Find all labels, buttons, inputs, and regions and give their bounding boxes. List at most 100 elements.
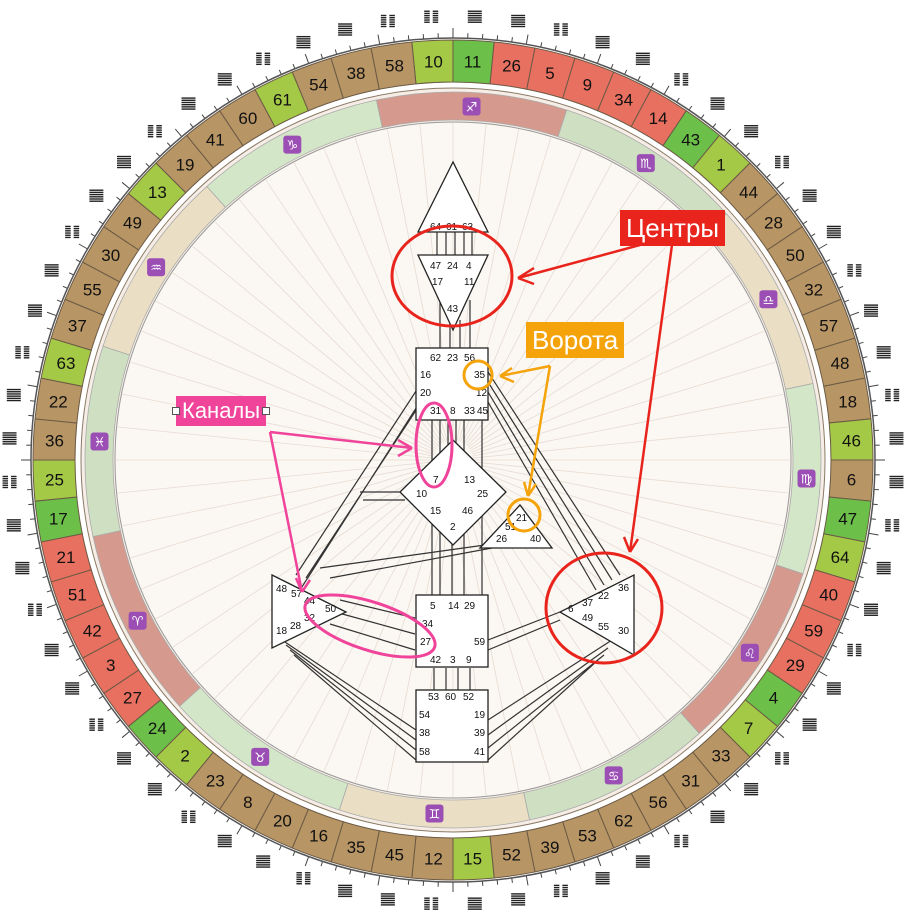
degree-tick xyxy=(849,603,860,609)
degree-tick xyxy=(189,123,194,128)
hexagram-icon xyxy=(876,346,891,359)
degree-tick xyxy=(393,877,395,883)
g-center[interactable] xyxy=(399,439,507,546)
degree-tick xyxy=(98,695,104,700)
degree-tick xyxy=(745,763,750,768)
hexagram-icon xyxy=(380,14,395,28)
arrow-gates-35 xyxy=(499,364,551,378)
gate-ring-segment[interactable] xyxy=(370,41,417,90)
callout-channels-text: Каналы xyxy=(182,398,261,423)
degree-tick xyxy=(775,730,785,739)
hexagram-icon xyxy=(885,388,900,402)
hexagram-icon xyxy=(217,73,232,86)
gate-label: 5 xyxy=(430,601,436,612)
hexagram-icon xyxy=(65,682,80,695)
degree-tick xyxy=(75,259,81,263)
gate-label: 57 xyxy=(291,589,303,600)
degree-tick xyxy=(838,631,844,635)
gate-ring-number: 24 xyxy=(148,719,167,738)
hexagram-icon xyxy=(217,834,232,848)
gate-label: 18 xyxy=(276,626,288,637)
spleen-center[interactable] xyxy=(271,573,348,650)
degree-tick xyxy=(107,208,112,213)
gate-label: 62 xyxy=(430,353,442,364)
degree-tick xyxy=(334,865,338,871)
degree-tick xyxy=(832,272,838,276)
gate-ring-number: 47 xyxy=(838,510,857,529)
gate-ring-number: 59 xyxy=(804,622,823,641)
degree-tick xyxy=(46,589,52,593)
degree-tick xyxy=(844,617,850,621)
hexagram-icon xyxy=(256,855,271,868)
gate-ring-number: 57 xyxy=(819,317,838,336)
head-center[interactable] xyxy=(416,160,490,233)
background-ray xyxy=(214,221,440,447)
gate-label: 53 xyxy=(428,692,440,703)
gate-ring-number: 28 xyxy=(764,213,783,232)
background-ray xyxy=(117,461,434,494)
gate-ring-number: 11 xyxy=(464,52,482,71)
gate-ring-number: 1 xyxy=(716,155,725,174)
gate-ring-number: 20 xyxy=(273,812,292,831)
degree-tick xyxy=(511,877,513,883)
gate-ring-number: 27 xyxy=(123,689,142,708)
zodiac-icon xyxy=(636,154,655,173)
gate-label: 4 xyxy=(466,261,472,272)
degree-tick xyxy=(596,53,602,64)
gate-ring-number: 14 xyxy=(649,109,668,128)
hexagram-icon xyxy=(511,893,526,906)
degree-tick xyxy=(377,34,381,45)
degree-tick xyxy=(38,561,44,564)
channels-highlight-50-27 xyxy=(303,593,437,659)
hexagram-icon xyxy=(15,346,30,359)
gate-ring-number: 18 xyxy=(838,392,857,411)
gate-ring-number: 48 xyxy=(831,354,850,373)
callout-gates: Ворота xyxy=(526,322,625,358)
background-ray xyxy=(130,361,434,455)
centers xyxy=(271,160,635,763)
gate-label: 11 xyxy=(464,277,475,288)
degree-tick xyxy=(213,105,218,111)
degree-tick xyxy=(794,208,799,213)
degree-tick xyxy=(252,832,256,838)
root-center[interactable] xyxy=(415,689,489,763)
background-ray xyxy=(471,330,765,453)
gate-label: 46 xyxy=(462,506,474,517)
gate-label: 43 xyxy=(447,304,459,315)
gate-ring-number: 33 xyxy=(711,747,730,766)
hexagram-icon xyxy=(467,897,482,910)
gate-ring-number: 31 xyxy=(681,771,700,790)
degree-tick xyxy=(854,589,860,593)
degree-tick xyxy=(663,85,670,95)
hexagram-ring xyxy=(2,10,904,910)
solar-plexus-center[interactable] xyxy=(558,573,635,657)
selection-handle-right[interactable] xyxy=(262,407,271,415)
degree-tick xyxy=(700,801,705,806)
degree-tick xyxy=(393,37,395,43)
hexagram-icon xyxy=(6,519,21,532)
degree-ticks xyxy=(21,28,885,892)
hexagram-icon xyxy=(467,10,482,23)
gate-label: 42 xyxy=(430,655,442,666)
selection-handle-left[interactable] xyxy=(172,407,180,415)
background-ray xyxy=(472,426,789,459)
degree-tick xyxy=(156,763,161,768)
gate-ring-number: 5 xyxy=(545,64,554,83)
zodiac-symbol: ♑ xyxy=(286,139,298,154)
gate-ring-number: 45 xyxy=(385,846,404,865)
gate-ring-number: 64 xyxy=(831,548,850,567)
gate-label: 58 xyxy=(419,747,431,758)
degree-tick xyxy=(236,825,243,835)
gate-label: 59 xyxy=(474,637,486,648)
gate-label: 24 xyxy=(447,261,459,272)
hexagram-icon xyxy=(44,264,59,277)
gate-ring-number: 34 xyxy=(614,90,633,109)
ajna-center[interactable] xyxy=(416,254,490,332)
gate-ring-number: 21 xyxy=(56,548,75,567)
degree-tick xyxy=(226,97,230,103)
gate-ring-number: 2 xyxy=(180,747,189,766)
degree-tick xyxy=(802,220,808,225)
gate-label: 17 xyxy=(432,277,444,288)
degree-tick xyxy=(745,152,750,157)
degree-tick xyxy=(30,518,36,520)
